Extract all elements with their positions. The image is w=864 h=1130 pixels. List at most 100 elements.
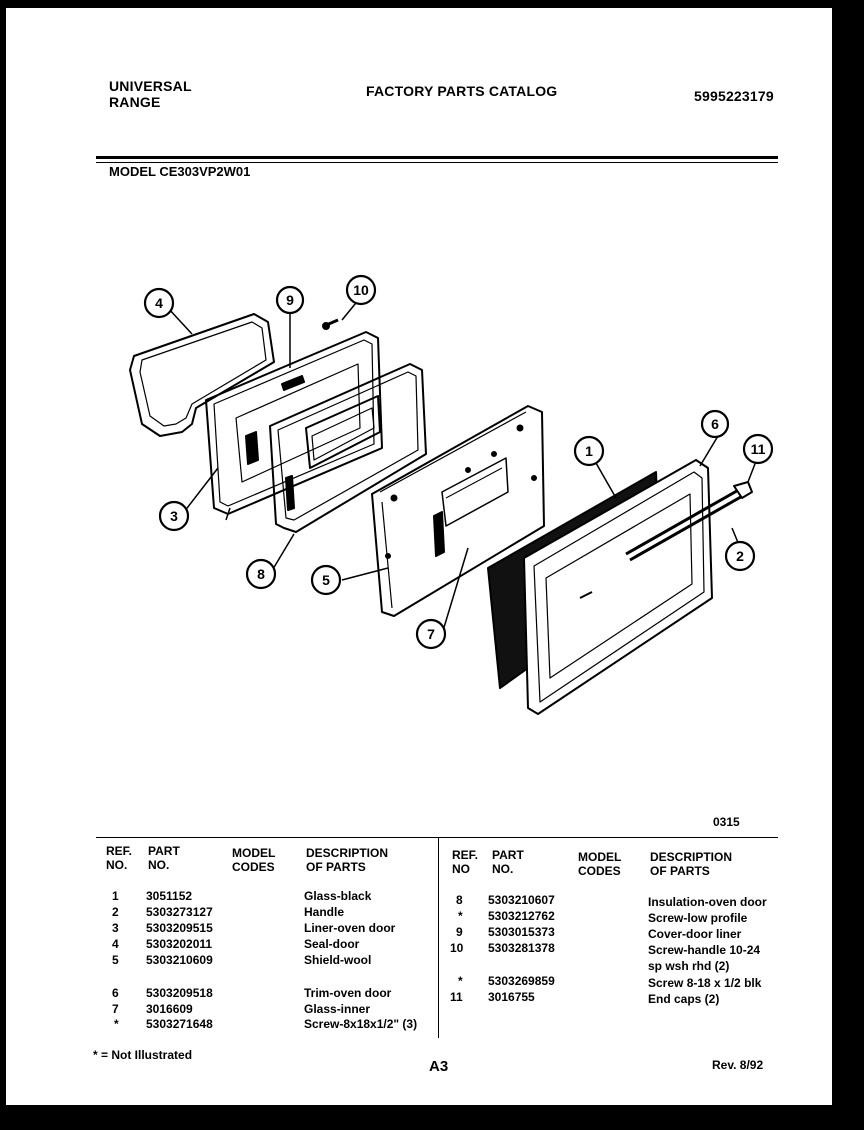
header-ref-line1: REF. xyxy=(106,844,133,858)
row-ref: * xyxy=(458,974,463,988)
callout-5: 5 xyxy=(322,572,330,588)
row-ref: 5 xyxy=(112,953,119,967)
header-model-line2: CODES xyxy=(578,864,621,878)
part-screw-handle-10-24 xyxy=(322,318,339,330)
callout-8: 8 xyxy=(257,566,265,582)
row-desc: Trim-oven door xyxy=(304,986,392,1000)
part-seal-door xyxy=(129,313,275,437)
row-desc: sp wsh rhd (2) xyxy=(648,959,730,973)
row-ref: 4 xyxy=(112,937,119,951)
header-model: MODEL CODES xyxy=(232,846,275,874)
revision-date: Rev. 8/92 xyxy=(712,1058,764,1072)
row-desc: Seal-door xyxy=(304,937,360,951)
callout-10: 10 xyxy=(353,282,369,298)
header-part-line1: PART xyxy=(148,844,180,858)
row-ref: * xyxy=(114,1017,119,1031)
row-part: 3016755 xyxy=(488,990,535,1004)
header-model-right: MODEL CODES xyxy=(578,850,621,878)
header-ref-right: REF. NO xyxy=(452,848,478,876)
row-desc: Glass-inner xyxy=(304,1002,371,1016)
header-part: PART NO. xyxy=(148,844,180,872)
callout-4: 4 xyxy=(155,295,163,311)
row-desc: Insulation-oven door xyxy=(648,895,767,909)
part-shield-wool xyxy=(371,405,545,617)
row-ref: * xyxy=(458,909,463,923)
page-title: FACTORY PARTS CATALOG xyxy=(366,83,558,99)
header-ref: REF. NO. xyxy=(106,844,132,872)
header-part-right: PART NO. xyxy=(492,848,524,876)
header-ref-line2: NO xyxy=(452,862,470,876)
row-desc: Screw 8-18 x 1/2 blk xyxy=(648,976,762,990)
page-number: A3 xyxy=(429,1058,449,1075)
part-trim-oven-door xyxy=(523,459,713,715)
not-illustrated-note: * = Not Illustrated xyxy=(93,1048,193,1062)
header-desc-line1: DESCRIPTION xyxy=(306,846,389,860)
callout-7: 7 xyxy=(427,626,435,642)
row-part: 5303273127 xyxy=(146,905,213,919)
catalog-page: UNIVERSAL RANGE FACTORY PARTS CATALOG 59… xyxy=(6,8,832,1105)
row-desc: Screw-handle 10-24 xyxy=(648,943,761,957)
row-ref: 2 xyxy=(112,905,119,919)
callout-group xyxy=(143,274,774,650)
row-part: 3016609 xyxy=(146,1002,193,1016)
callout-3: 3 xyxy=(170,508,178,524)
catalog-number: 5995223179 xyxy=(694,88,774,104)
row-desc: Shield-wool xyxy=(304,953,372,967)
row-ref: 9 xyxy=(456,925,463,939)
row-desc: Screw-low profile xyxy=(648,911,748,925)
header-model-line1: MODEL xyxy=(232,846,276,860)
row-desc: Glass-black xyxy=(304,889,372,903)
table-column-divider xyxy=(438,838,439,1038)
callout-1: 1 xyxy=(585,443,593,459)
part-insulation-oven-door xyxy=(269,363,427,533)
row-part: 5303212762 xyxy=(488,909,555,923)
row-part: 5303210607 xyxy=(488,893,555,907)
row-part: 5303271648 xyxy=(146,1017,213,1031)
part-handle xyxy=(625,481,753,562)
table-top-rule xyxy=(96,837,778,838)
row-desc: Screw-8x18x1/2" (3) xyxy=(304,1017,418,1031)
callout-11: 11 xyxy=(751,441,766,457)
row-desc: Liner-oven door xyxy=(304,921,396,935)
row-part: 5303209515 xyxy=(146,921,213,935)
row-desc: End caps (2) xyxy=(648,992,720,1006)
callout-9: 9 xyxy=(286,292,294,308)
row-ref: 11 xyxy=(450,990,463,1004)
header-description: DESCRIPTION OF PARTS xyxy=(306,846,388,874)
row-ref: 10 xyxy=(450,941,464,955)
brand-line-1: UNIVERSAL xyxy=(109,78,192,94)
diagram-code: 0315 xyxy=(713,815,740,829)
header-model-line1: MODEL xyxy=(578,850,622,864)
header-desc-line2: OF PARTS xyxy=(650,864,710,878)
row-part: 5303210609 xyxy=(146,953,213,967)
row-ref: 6 xyxy=(112,986,119,1000)
row-desc: Cover-door liner xyxy=(648,927,742,941)
callout-2: 2 xyxy=(736,548,744,564)
brand-name: UNIVERSAL RANGE xyxy=(109,78,192,110)
row-ref: 1 xyxy=(112,889,119,903)
row-desc: Handle xyxy=(304,905,345,919)
row-part: 5303015373 xyxy=(488,925,555,939)
row-part: 5303202011 xyxy=(146,937,213,951)
part-liner-oven-door xyxy=(205,331,383,521)
row-ref: 8 xyxy=(456,893,463,907)
row-part: 5303281378 xyxy=(488,941,555,955)
exploded-diagram: 4 9 10 3 8 5 7 1 6 11 2 xyxy=(129,274,774,715)
header-part-line2: NO. xyxy=(492,862,514,876)
row-ref: 3 xyxy=(112,921,119,935)
header-desc-line2: OF PARTS xyxy=(306,860,366,874)
header-part-line2: NO. xyxy=(148,858,170,872)
model-label: MODEL CE303VP2W01 xyxy=(109,164,251,179)
header-model-line2: CODES xyxy=(232,860,275,874)
header-part-line1: PART xyxy=(492,848,524,862)
row-part: 5303209518 xyxy=(146,986,213,1000)
callout-6: 6 xyxy=(711,416,719,432)
header-rule-thin xyxy=(96,162,778,163)
header-description-right: DESCRIPTION OF PARTS xyxy=(650,850,732,878)
header-desc-line1: DESCRIPTION xyxy=(650,850,733,864)
row-part: 3051152 xyxy=(146,889,193,903)
header-ref-line1: REF. xyxy=(452,848,479,862)
row-part: 5303269859 xyxy=(488,974,555,988)
brand-line-2: RANGE xyxy=(109,94,161,110)
row-ref: 7 xyxy=(112,1002,119,1016)
